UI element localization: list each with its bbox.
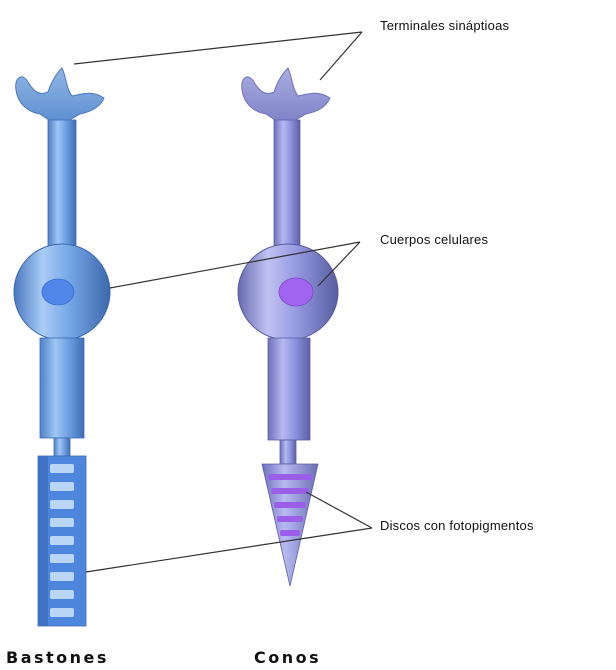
cone-upper-segment <box>274 120 300 260</box>
label-cell-bodies: Cuerpos celulares <box>380 232 488 247</box>
cone-disc <box>280 530 300 536</box>
label-photopigment-discs: Discos con fotopigmentos <box>380 518 534 533</box>
cone-disc <box>268 474 312 480</box>
leader-discs-cone <box>306 492 372 528</box>
cone-synaptic-terminal <box>242 68 330 122</box>
rod-inner-segment <box>40 338 84 438</box>
rod-nucleus <box>42 279 74 305</box>
leader-discs-rod <box>86 528 372 572</box>
cone-outer-segment <box>262 464 318 586</box>
cone-inner-segment <box>268 338 310 440</box>
rod-disc <box>50 482 74 491</box>
caption-cones: Conos <box>254 648 321 667</box>
rod-disc <box>50 608 74 617</box>
rod-cell <box>14 68 110 626</box>
cone-disc <box>274 502 306 508</box>
leader-terminals-rod <box>74 32 362 64</box>
leader-terminals-cone <box>320 32 362 80</box>
rod-disc <box>50 590 74 599</box>
rod-disc <box>50 500 74 509</box>
cone-disc <box>277 516 303 522</box>
rod-disc <box>50 572 74 581</box>
cone-nucleus <box>279 278 313 306</box>
rod-discs <box>50 464 74 617</box>
label-synaptic-terminals: Terminales sináptioas <box>380 18 509 33</box>
rod-cilium <box>54 438 70 456</box>
cone-cilium <box>280 440 296 464</box>
cone-disc <box>271 488 309 494</box>
rod-disc <box>50 464 74 473</box>
caption-rods: Bastones <box>6 648 109 667</box>
rod-disc <box>50 554 74 563</box>
rod-disc <box>50 536 74 545</box>
rod-synaptic-terminal <box>16 68 104 122</box>
rod-upper-segment <box>48 120 76 260</box>
cone-cell <box>238 68 338 586</box>
rod-outer-shade <box>38 456 48 626</box>
rod-disc <box>50 518 74 527</box>
